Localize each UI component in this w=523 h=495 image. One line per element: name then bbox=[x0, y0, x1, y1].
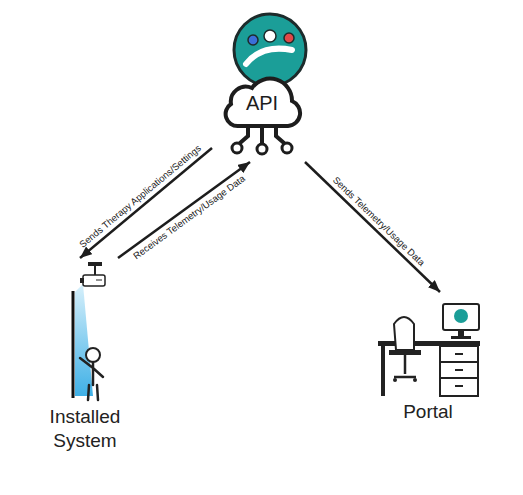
flow-arrow bbox=[305, 162, 440, 292]
monitor-stand bbox=[458, 330, 464, 336]
monitor-logo bbox=[454, 309, 468, 323]
projector bbox=[83, 275, 105, 286]
api-cloud: API bbox=[212, 12, 312, 162]
flow-arrow bbox=[118, 162, 250, 258]
monitor bbox=[443, 304, 479, 330]
drawer-lines bbox=[440, 354, 478, 386]
edge-label: Sends Telemetry/Usage Data bbox=[330, 174, 427, 268]
circuit-ends bbox=[232, 143, 292, 154]
circuit-lines bbox=[240, 127, 284, 143]
logo-swoosh bbox=[246, 49, 292, 64]
portal: Portal bbox=[372, 292, 484, 424]
circuit-end bbox=[282, 143, 292, 153]
person-body bbox=[80, 358, 103, 400]
installed-system: Installed System bbox=[30, 258, 140, 453]
logo-circle bbox=[234, 14, 306, 86]
circuit-line bbox=[240, 127, 248, 143]
chair-wheel bbox=[393, 378, 397, 382]
monitor-base bbox=[451, 336, 471, 339]
node-label: API bbox=[212, 91, 312, 115]
logo-dot bbox=[248, 35, 258, 45]
light-beam bbox=[75, 284, 93, 396]
chair-base bbox=[394, 355, 416, 377]
logo-dot bbox=[284, 33, 294, 43]
chair-back bbox=[394, 317, 414, 350]
projector-lens bbox=[80, 278, 84, 283]
node-label: Portal bbox=[372, 400, 484, 424]
installed-system-illustration bbox=[73, 262, 105, 400]
circuit-line bbox=[260, 127, 264, 143]
chair-seat bbox=[389, 350, 421, 355]
wall bbox=[72, 291, 75, 398]
desk-leg bbox=[381, 346, 385, 396]
chair-wheel bbox=[413, 378, 417, 382]
edge-label: Sends Therapy Applications/Settings bbox=[77, 142, 203, 249]
api-logo bbox=[234, 14, 306, 86]
mount-pole bbox=[94, 266, 96, 275]
circuit-end bbox=[257, 144, 267, 154]
projector-vent bbox=[96, 280, 102, 281]
desk-drawers bbox=[440, 346, 478, 396]
ceiling-mount bbox=[88, 262, 102, 266]
person-head bbox=[86, 348, 100, 362]
circuit-end bbox=[232, 143, 242, 153]
portal-illustration bbox=[378, 304, 480, 396]
logo-head bbox=[264, 30, 276, 42]
circuit-line bbox=[276, 127, 284, 143]
node-label: Installed System bbox=[30, 405, 140, 453]
